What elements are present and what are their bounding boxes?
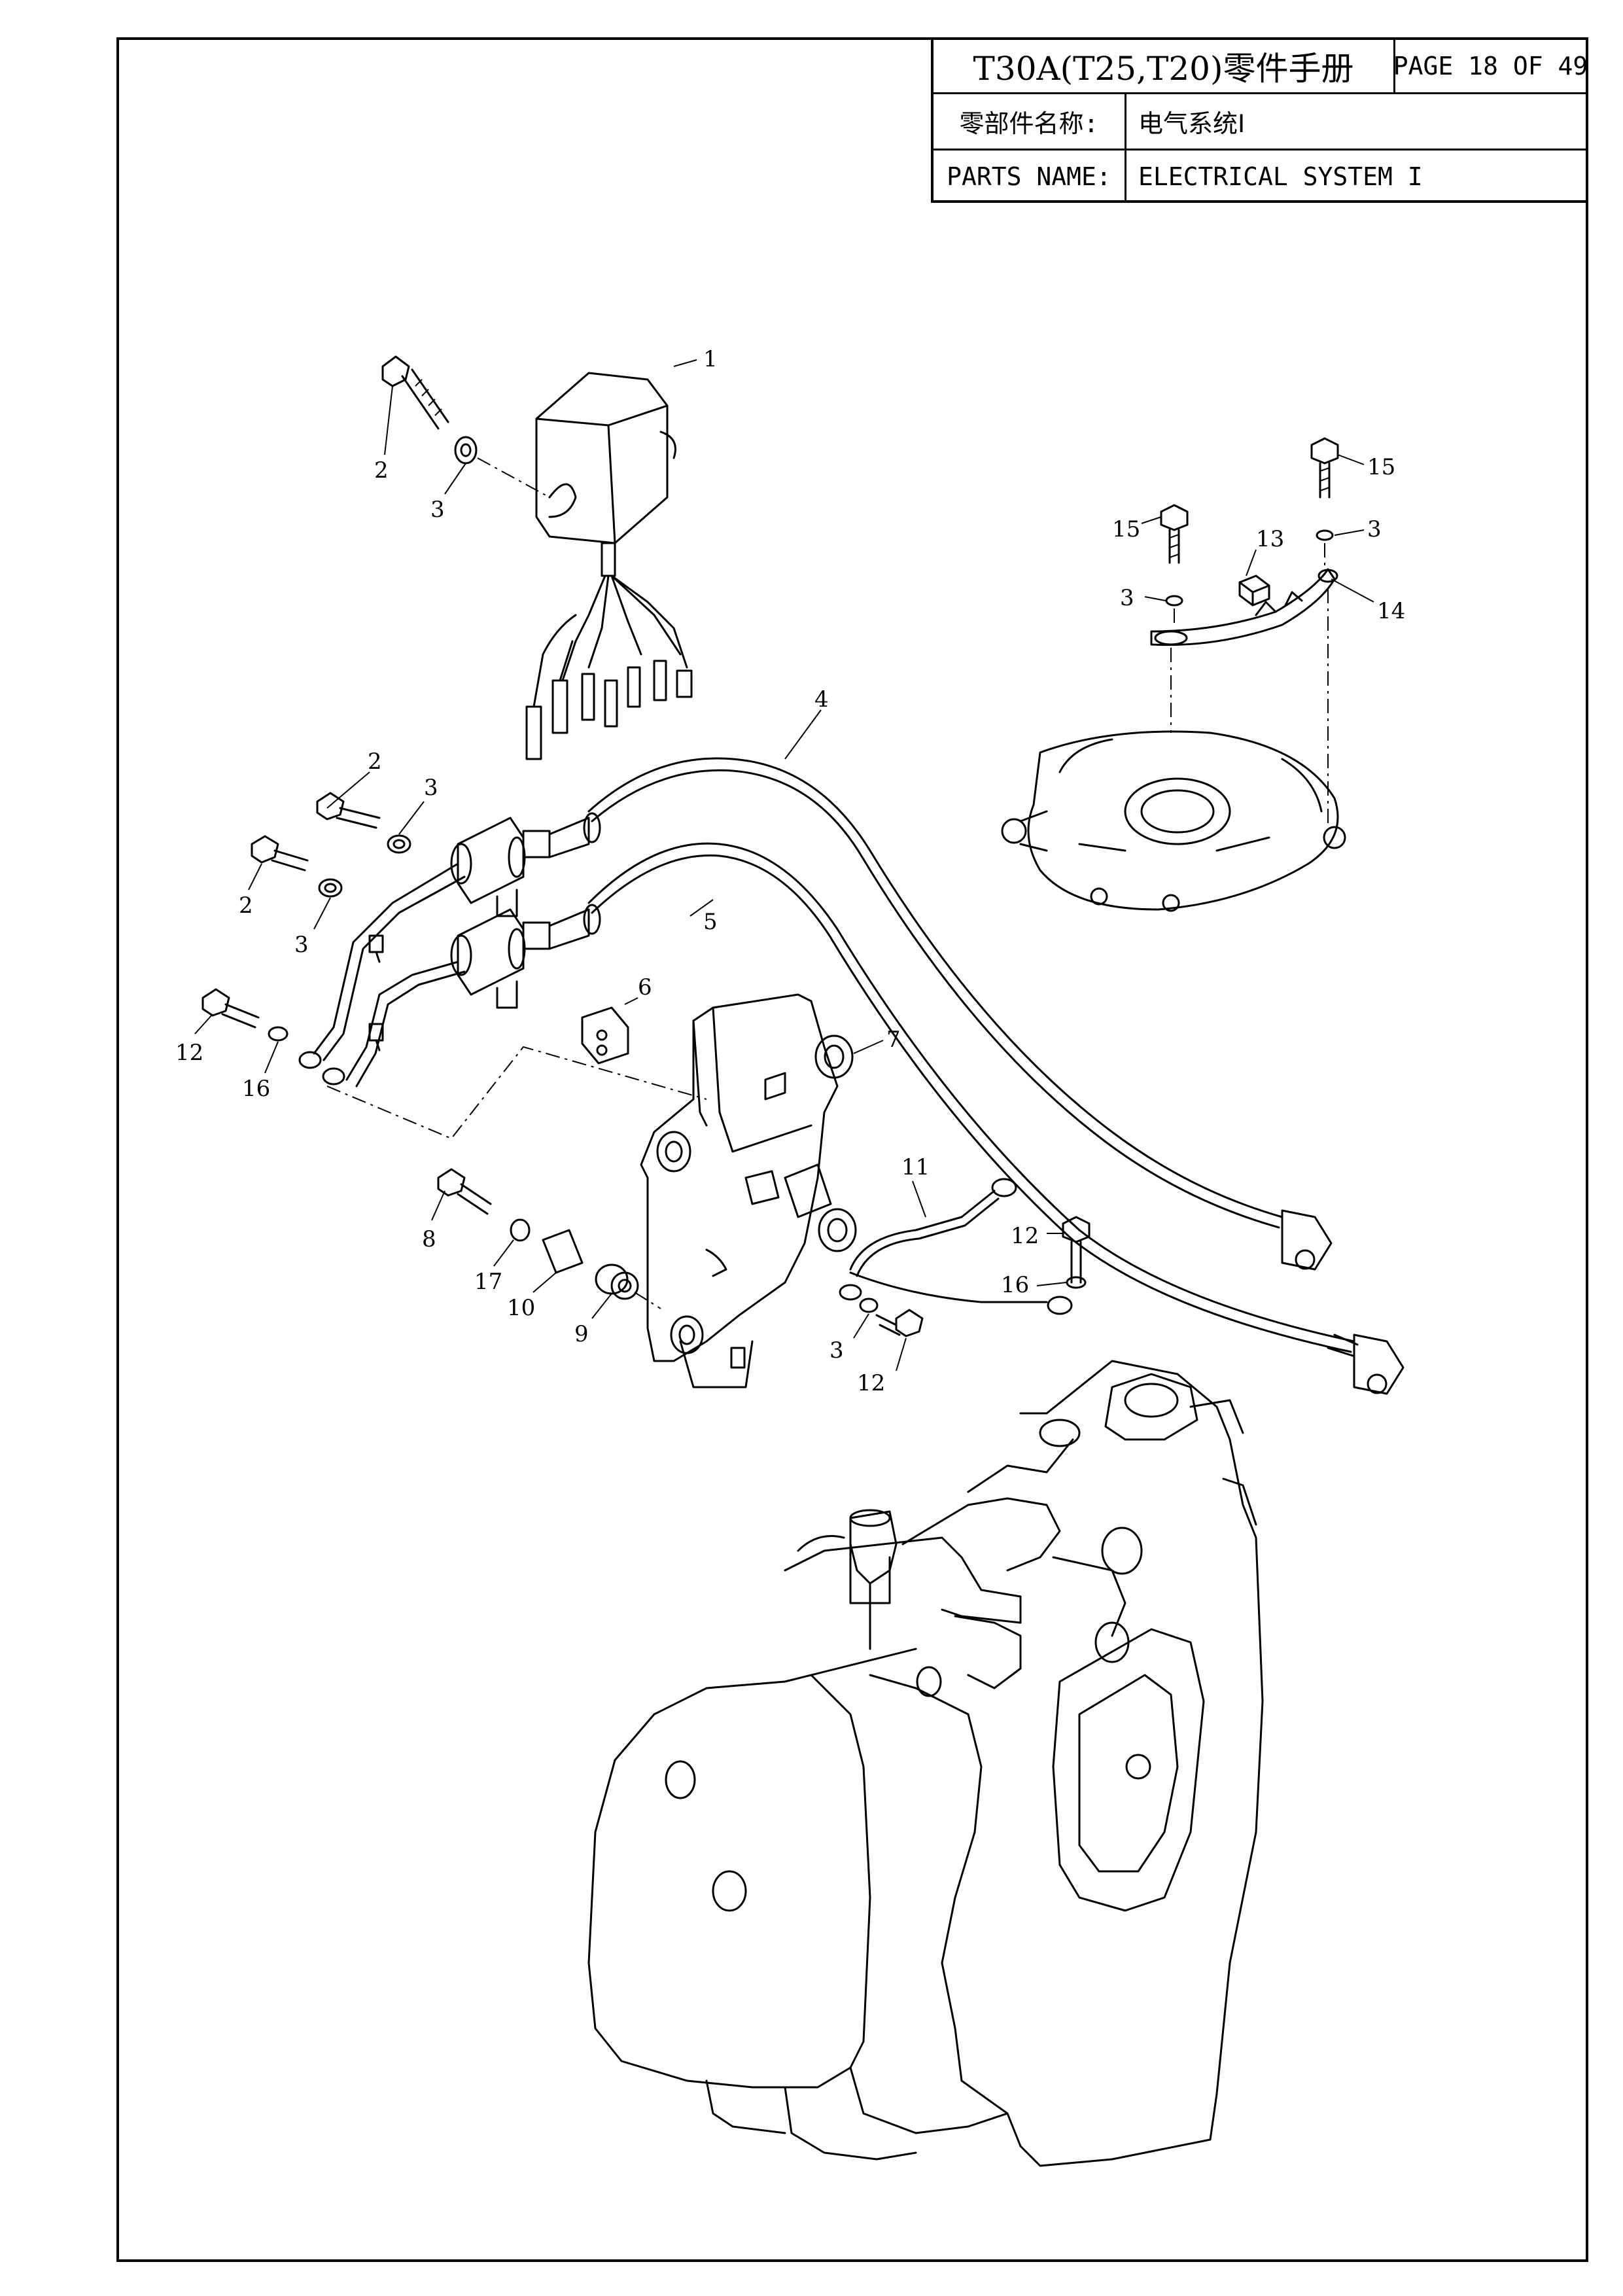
callout-5: 5 [703,909,718,935]
callout-labels: 1 2 3 4 5 2 3 2 3 6 7 12 16 8 17 10 9 11… [175,346,1405,1396]
callout-8: 8 [422,1226,436,1252]
callout-3b: 3 [424,775,438,801]
parts-name-value-cn: 电气系统Ⅰ [1138,109,1246,138]
parts-name-en-row: PARTS NAME: ELECTRICAL SYSTEM I [934,150,1586,203]
callout-17: 17 [474,1269,502,1295]
parts-name-label-en: PARTS NAME: [934,150,1126,203]
callout-15: 15 [1367,454,1395,480]
callout-3d: 3 [829,1337,844,1364]
callout-6: 6 [638,974,652,1000]
callout-16b: 16 [1001,1272,1029,1298]
callout-2: 2 [374,457,389,484]
callout-12b: 12 [1011,1223,1039,1249]
bolt-coil-upper [316,792,411,854]
pulser-block-13 [1238,574,1270,607]
callout-9: 9 [574,1321,589,1347]
high-tension-cable-5 [587,842,1405,1395]
callout-7: 7 [886,1027,901,1053]
coil-bracket [640,993,857,1388]
bolt-ground-12-left [201,988,707,1140]
grommet-hardware [437,1168,661,1309]
coil-ground-wires [298,862,466,1087]
page-number: PAGE 18 OF 49 [1393,52,1588,80]
title-block: T30A(T25,T20)零件手册 PAGE 18 OF 49 零部件名称: 电… [931,37,1588,203]
high-tension-cable-4 [587,757,1333,1271]
callout-14: 14 [1377,598,1405,624]
leader-lines [194,359,1374,1371]
bolt-12-right [859,1216,1091,1337]
callout-10: 10 [507,1295,535,1321]
callout-13: 13 [1256,526,1284,552]
callout-16: 16 [242,1076,270,1102]
ignition-coil-lower [450,904,601,1009]
screw-15-upper [1310,437,1339,569]
parts-name-value-en: ELECTRICAL SYSTEM I [1138,162,1423,191]
cable-clip-6 [581,1006,629,1065]
ground-wire-11 [839,1178,1073,1315]
pulser-arm-14 [1150,568,1338,824]
callout-12c: 12 [857,1370,885,1396]
callout-2c: 2 [239,892,253,919]
callout-15b: 15 [1112,516,1140,542]
powerhead-block [587,1360,1264,2167]
title-row: T30A(T25,T20)零件手册 PAGE 18 OF 49 [934,40,1588,94]
bolt-cdi-mount [381,355,550,498]
callout-4: 4 [814,686,829,713]
parts-name-cn-row: 零部件名称: 电气系统Ⅰ [934,94,1586,150]
stator-base-plate [1001,730,1346,912]
callout-3c: 3 [294,932,309,958]
bolt-coil-lower [251,835,343,898]
manual-title: T30A(T25,T20)零件手册 [934,40,1395,92]
callout-1: 1 [703,346,718,372]
callout-11: 11 [901,1154,930,1180]
callout-3e: 3 [1367,516,1382,542]
callout-12: 12 [175,1040,203,1066]
callout-3f: 3 [1120,585,1134,611]
cdi-unit [525,372,693,760]
callout-2b: 2 [368,749,382,775]
parts-name-label-cn: 零部件名称: [934,94,1126,149]
screw-15-lower [1160,504,1189,628]
ignition-coil-upper [450,812,601,917]
callout-3: 3 [430,497,445,523]
drawing-frame [116,37,1588,2262]
